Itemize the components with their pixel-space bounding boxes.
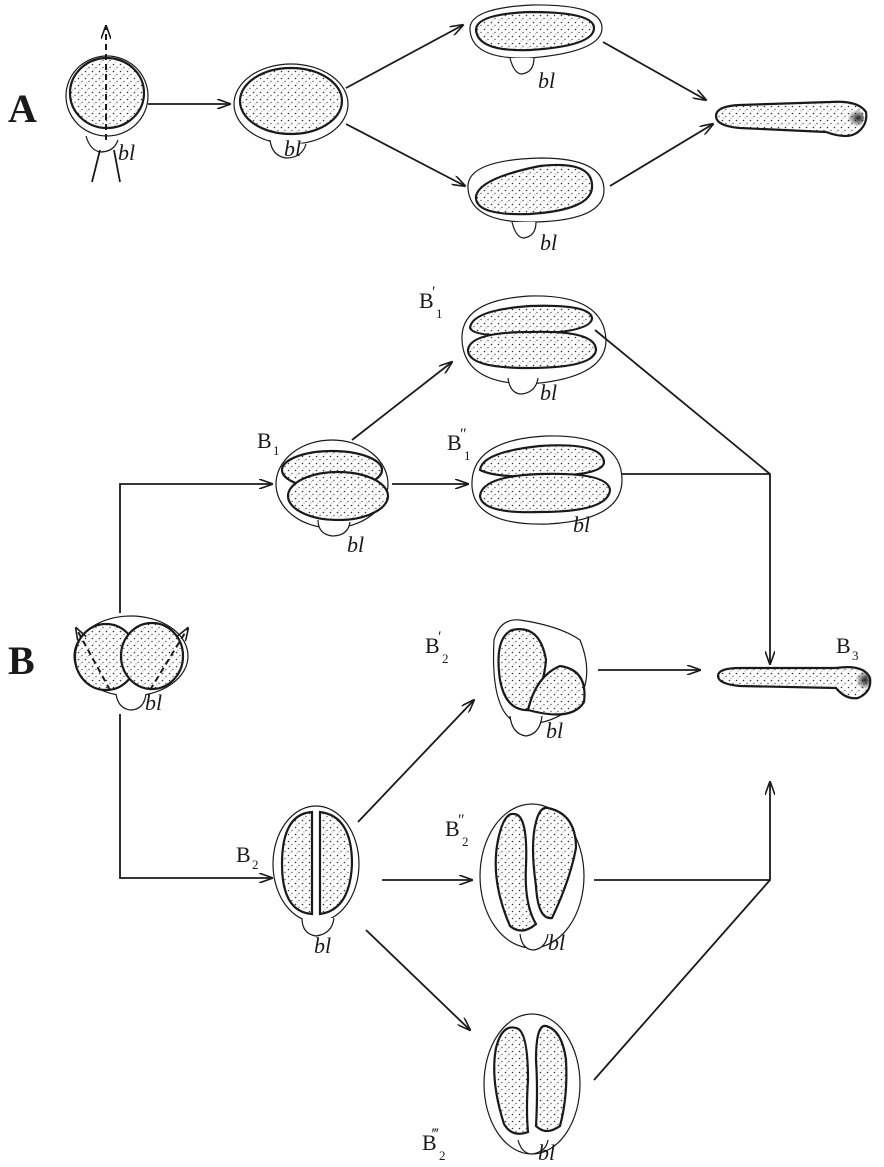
a-stage-egg: [65, 26, 149, 183]
b-branch-down-connector: [119, 714, 272, 878]
b-branch-up-connector: [119, 484, 272, 613]
b1-label: B 1: [257, 428, 280, 458]
b1-stage: [275, 439, 390, 537]
b1p-stage-bl: bl: [540, 380, 557, 405]
svg-text:B: B: [425, 633, 440, 658]
b1pp-label: B ″ 1: [447, 426, 471, 463]
svg-text:B: B: [257, 428, 272, 453]
a-stage-elongating: [233, 63, 349, 159]
b1-stage-bl: bl: [347, 532, 364, 557]
a-stage-3-top: [469, 4, 603, 75]
svg-text:′: ′: [432, 284, 436, 301]
a-stage-3-top-bl: bl: [538, 68, 555, 93]
a-stage-egg-bl: bl: [118, 140, 135, 165]
b2-stage: [272, 805, 360, 937]
b2-label: B 2: [236, 842, 259, 872]
a-stage-final: [714, 100, 868, 138]
row-a-label: A: [8, 86, 37, 131]
svg-text:2: 2: [462, 834, 469, 849]
a-stage-3-bottom-bl: bl: [540, 230, 557, 255]
svg-text:1: 1: [273, 443, 280, 458]
b1p-stage: [461, 295, 607, 395]
b1pp-stage: [471, 435, 623, 525]
svg-text:″: ″: [458, 812, 465, 829]
svg-text:1: 1: [436, 306, 443, 321]
a-stage-3-bottom: [467, 157, 605, 239]
svg-text:B: B: [447, 430, 462, 455]
a-arrow-3-top: [602, 41, 706, 100]
svg-text:″: ″: [460, 426, 467, 443]
svg-text:‴: ‴: [432, 1126, 439, 1143]
b-stage-two-cell: [73, 615, 188, 711]
b2p-stage: [492, 619, 588, 737]
svg-text:2: 2: [439, 1148, 446, 1163]
b2pp-stage-bl: bl: [548, 930, 565, 955]
b-upper-converge-arrow: [594, 329, 770, 664]
b-stage-two-cell-bl: bl: [145, 690, 162, 715]
b2-arrow-up: [357, 700, 474, 823]
b2ppp-stage: [483, 1013, 581, 1155]
b1p-label: B ′ 1: [419, 284, 443, 321]
b1pp-stage-bl: bl: [573, 512, 590, 537]
b2pp-stage: [479, 803, 585, 951]
a-stage-2-bl: bl: [284, 136, 301, 161]
b2ppp-label: B ‴ 2: [422, 1126, 446, 1163]
svg-text:1: 1: [464, 448, 471, 463]
svg-text:B: B: [836, 633, 851, 658]
b1-arrow-up: [351, 362, 452, 441]
svg-text:3: 3: [852, 648, 859, 663]
b2p-stage-bl: bl: [546, 718, 563, 743]
row-b-label: B: [8, 638, 35, 683]
svg-text:B: B: [445, 816, 460, 841]
b-lower-converge-arrow: [593, 782, 770, 1081]
svg-text:B: B: [236, 842, 251, 867]
b2-arrow-down: [365, 929, 470, 1030]
a-arrow-2-up: [345, 25, 463, 89]
a-arrow-2-down: [345, 123, 465, 186]
b2ppp-stage-bl: bl: [538, 1140, 555, 1165]
svg-text:′: ′: [438, 629, 442, 646]
b3-label: B 3: [836, 633, 859, 663]
svg-text:2: 2: [252, 857, 259, 872]
b2p-label: B ′ 2: [425, 629, 449, 666]
svg-text:2: 2: [442, 651, 449, 666]
svg-text:B: B: [422, 1130, 437, 1155]
b3-stage: [716, 666, 872, 700]
a-arrow-3-bottom: [609, 124, 713, 187]
b2pp-label: B ″ 2: [445, 812, 469, 849]
b2-stage-bl: bl: [314, 933, 331, 958]
svg-text:B: B: [419, 288, 434, 313]
